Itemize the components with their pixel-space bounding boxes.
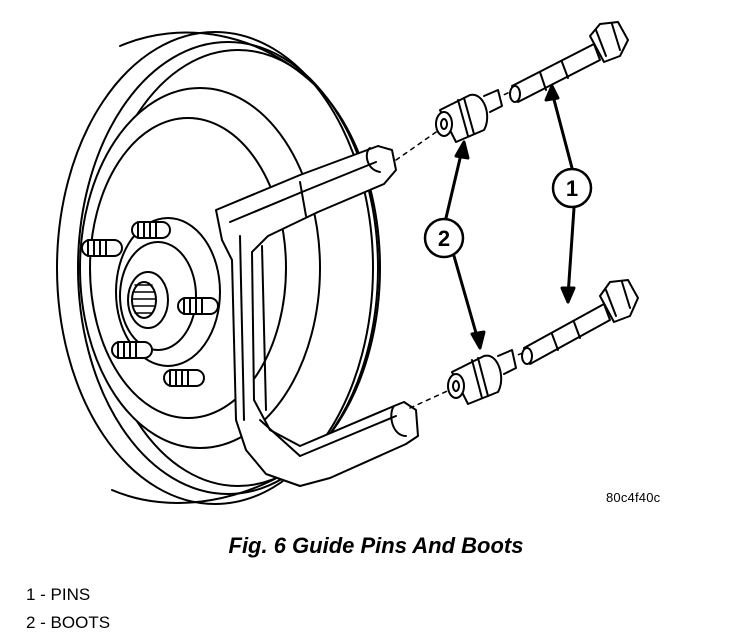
legend-item-boots: 2 - BOOTS — [26, 613, 111, 632]
legend-item-pins: 1 - PINS — [26, 585, 91, 604]
caliper-adapter — [215, 145, 419, 487]
pins-callout-number: 1 — [566, 176, 578, 201]
figure-code: 80c4f40c — [606, 490, 661, 505]
wheel-hub — [115, 217, 221, 367]
upper-guide-boot — [435, 89, 503, 143]
lower-guide-boot — [447, 349, 517, 405]
upper-guide-pin — [509, 21, 629, 103]
lower-guide-pin — [521, 279, 639, 365]
figure-caption: Fig. 6 Guide Pins And Boots — [228, 533, 524, 558]
boot-callout-arrows — [444, 140, 486, 350]
boots-callout-number: 2 — [438, 226, 450, 251]
wheel-studs — [81, 221, 219, 387]
brake-assembly-illustration: 1 2 — [56, 21, 639, 505]
pins-callout-badge: 1 — [551, 167, 593, 209]
pin-callout-arrows — [544, 84, 576, 304]
boots-callout-badge: 2 — [423, 217, 465, 259]
parts-legend: 1 - PINS 2 - BOOTS — [26, 581, 110, 637]
